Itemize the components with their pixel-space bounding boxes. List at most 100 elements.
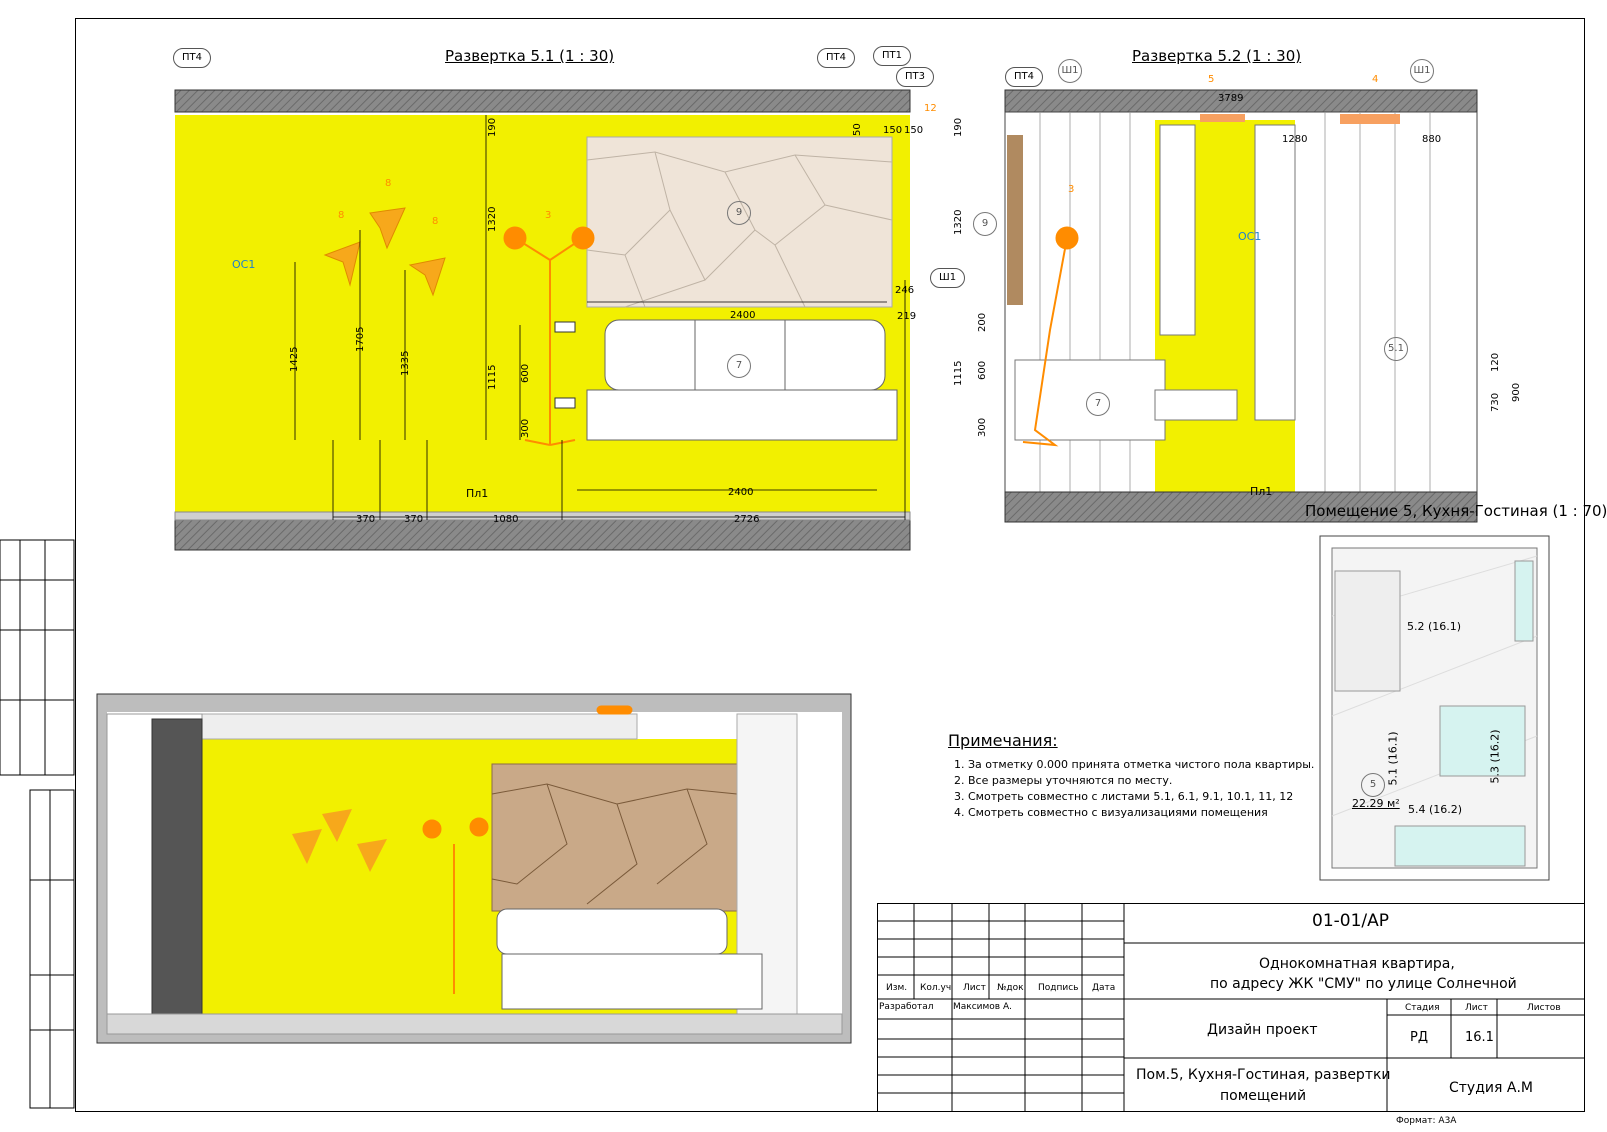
dim-219: 219 [897,311,917,322]
note-item: Смотреть совместно с листами 5.1, 6.1, 9… [968,789,1314,805]
elevation-5-2-drawing [1004,89,1478,523]
tb-sheet-label: Лист [1465,1003,1488,1013]
sheet-code: 01-01/АР [1312,911,1390,931]
tb-header-izm: Изм. [886,983,908,993]
plan-room-number: 5 [1361,773,1385,797]
tb-developed-label: Разработал [879,1002,934,1012]
elevation-5-1-drawing [174,89,911,551]
tag-sh1-e2-right: Ш1 [1410,59,1434,83]
plan-title: Помещение 5, Кухня-Гостиная (1 : 70) [1305,502,1607,520]
tb-header-list: Лист [963,983,986,993]
plan-view-5-4: 5.4 (16.2) [1408,803,1463,816]
dim-3789: 3789 [1218,93,1244,104]
item-5-e2: 5 [1208,74,1215,85]
dim-150-a: 150 [883,125,903,136]
dim-600-e2: 600 [977,360,988,380]
dim-1705: 1705 [355,326,366,352]
drawing-frame [75,18,1585,1112]
tag-pt4-right: ПТ4 [817,48,855,68]
dim-900-e2: 900 [1511,382,1522,402]
dim-120-e2: 120 [1490,352,1501,372]
tb-header-kol: Кол.уч [920,983,952,993]
plan-view-5-2: 5.2 (16.1) [1407,620,1462,633]
note-item: За отметку 0.000 принята отметка чистого… [968,757,1314,773]
format-label: Формат: А3А [1396,1116,1457,1126]
tb-stage: РД [1410,1030,1428,1045]
dim-1320: 1320 [487,206,498,232]
design-label: Дизайн проект [1207,1022,1318,1038]
dim-190: 190 [487,117,498,137]
tag-pt1: ПТ1 [873,46,911,66]
sheet-title-line-1: Пом.5, Кухня-Гостиная, развертки [1136,1067,1391,1083]
dim-1115: 1115 [487,364,498,390]
dim-1280: 1280 [1282,134,1308,145]
item-3-e2: 3 [1068,184,1075,195]
item-8-c: 8 [432,216,439,227]
dim-370-b: 370 [404,514,424,525]
plan-room-area: 22.29 м² [1352,797,1400,810]
tb-header-sign: Подпись [1038,983,1079,993]
floor-label-e2: Пл1 [1250,485,1273,498]
dim-600: 600 [520,363,531,383]
dim-300: 300 [520,418,531,438]
item-7-e2: 7 [1086,392,1110,416]
tag-sh1-e2-left: Ш1 [1058,59,1082,83]
item-9-e2: 9 [973,212,997,236]
tb-header-doc: №док. [997,983,1027,993]
item-8-a: 8 [338,210,345,221]
studio-name: Студия А.М [1449,1080,1533,1096]
dim-150-b: 150 [904,125,924,136]
plan-view-5-3: 5.3 (16.2) [1488,729,1502,784]
wall-finish-label: ОС1 [232,258,256,271]
tag-sh1: Ш1 [930,268,966,288]
tb-sheets-label: Листов [1527,1003,1561,1013]
notes-block: Примечания: За отметку 0.000 принята отм… [948,733,1314,821]
dim-1320-e2: 1320 [953,209,964,235]
elevation-5-2-title: Развертка 5.2 (1 : 30) [1132,47,1302,65]
project-line-1: Однокомнатная квартира, [1259,956,1455,972]
side-title-strip-lower [29,789,75,1109]
item-4-e2: 4 [1372,74,1379,85]
dim-1335: 1335 [400,350,411,376]
dim-1115-e2: 1115 [953,360,964,386]
item-5-1-e2: 5.1 [1384,337,1408,361]
tb-header-date: Дата [1092,983,1116,993]
dim-1425: 1425 [289,346,300,372]
plan-drawing [1319,535,1550,881]
floor-label: Пл1 [466,487,489,500]
notes-title: Примечания: [948,731,1058,750]
wall-finish-label-e2: ОС1 [1238,230,1262,243]
note-item: Все размеры уточняются по месту. [968,773,1314,789]
dim-2726: 2726 [734,514,760,525]
note-item: Смотреть совместно с визуализациями поме… [968,805,1314,821]
title-block-grid [877,903,1585,1112]
tag-pt3: ПТ3 [896,67,934,87]
project-line-2: по адресу ЖК "СМУ" по улице Солнечной [1210,976,1517,992]
item-9-panel: 9 [727,201,751,225]
dim-370-a: 370 [356,514,376,525]
tb-sheet-no: 16.1 [1465,1030,1494,1045]
dim-190-e2: 190 [953,117,964,137]
tag-pt4-left: ПТ4 [173,48,211,68]
interior-3d-view [96,693,852,1044]
dim-2400-top: 2400 [730,310,756,321]
dim-246: 246 [895,285,915,296]
dim-300-e2: 300 [977,417,988,437]
elevation-5-1-title: Развертка 5.1 (1 : 30) [445,47,615,65]
tb-stage-label: Стадия [1405,1003,1440,1013]
item-12: 12 [924,103,937,114]
item-7-sofa: 7 [727,354,751,378]
tag-pt4-e2: ПТ4 [1005,67,1043,87]
tb-developer: Максимов А. [953,1002,1012,1012]
plan-view-5-1: 5.1 (16.1) [1386,731,1400,786]
dim-200-e2: 200 [977,312,988,332]
dim-730-e2: 730 [1490,392,1501,412]
side-title-strip [0,539,75,776]
sheet-title-line-2: помещений [1220,1088,1307,1104]
dim-2400-bottom: 2400 [728,487,754,498]
item-3-lamp: 3 [545,210,552,221]
item-8-b: 8 [385,178,392,189]
dim-1080: 1080 [493,514,519,525]
dim-50: 50 [852,123,863,136]
dim-880: 880 [1422,134,1442,145]
